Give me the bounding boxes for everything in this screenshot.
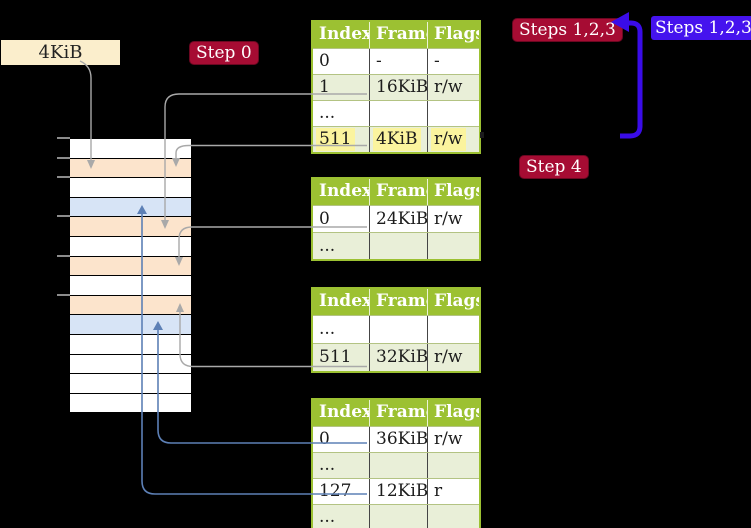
table-cell bbox=[369, 101, 427, 126]
table-cell: 24KiB bbox=[369, 206, 427, 232]
table-cell: 4KiB bbox=[369, 127, 427, 152]
table-cell: 0 bbox=[319, 51, 330, 71]
table-cell: ... bbox=[319, 319, 336, 339]
column-header: Flags bbox=[427, 289, 479, 315]
highlighted-value: 4KiB bbox=[373, 128, 422, 151]
memory-frame-row-blue bbox=[70, 197, 191, 218]
highlighted-value: 511 bbox=[316, 128, 356, 151]
memory-frame-row-blue bbox=[70, 315, 191, 335]
table-row: ... bbox=[313, 315, 479, 343]
table-cell bbox=[369, 453, 427, 478]
address-tick bbox=[57, 176, 70, 179]
table-row: ... bbox=[313, 100, 479, 126]
page-table-level3: IndexFrameFlags 0 24KiBr/w... bbox=[311, 177, 481, 261]
address-tick bbox=[57, 254, 70, 257]
table-cell bbox=[427, 505, 479, 528]
steps-1234-badge: Steps 1,2,3,4 bbox=[651, 16, 751, 40]
column-header: Flags bbox=[427, 179, 479, 205]
table-header-row: IndexFrameFlags bbox=[313, 179, 479, 205]
table-cell bbox=[369, 505, 427, 528]
table-header-row: IndexFrameFlags bbox=[313, 22, 479, 48]
memory-frame-row-white bbox=[70, 334, 191, 355]
page-size-label-box: 4KiB bbox=[1, 40, 120, 65]
table-cell: 0 bbox=[319, 209, 330, 229]
column-header: Index bbox=[319, 181, 369, 201]
table-cell bbox=[427, 316, 479, 343]
table-cell: ... bbox=[319, 507, 336, 527]
column-header: Index bbox=[319, 402, 369, 422]
table-cell: 511 bbox=[319, 347, 352, 367]
steps-123-badge: Steps 1,2,3 bbox=[512, 18, 623, 42]
memory-frame-row-peach bbox=[70, 217, 191, 237]
table-cell: 127 bbox=[319, 481, 352, 501]
step4-badge: Step 4 bbox=[519, 155, 589, 179]
table-cell bbox=[369, 233, 427, 259]
table-row: 0 -- bbox=[313, 48, 479, 74]
memory-frame-row-white bbox=[70, 178, 191, 198]
table-cell: r/w bbox=[427, 127, 479, 152]
table-cell bbox=[427, 101, 479, 126]
table-cell: ... bbox=[319, 103, 336, 123]
column-header: Flags bbox=[427, 22, 479, 48]
table-cell: 16KiB bbox=[369, 75, 427, 100]
memory-frame-row-white bbox=[70, 354, 191, 375]
memory-frame-row-peach bbox=[70, 295, 191, 316]
table-row: ... bbox=[313, 232, 479, 259]
highlighted-value: r/w bbox=[431, 128, 467, 151]
table-cell: 32KiB bbox=[369, 344, 427, 371]
column-header: Frame bbox=[369, 22, 427, 48]
table-cell: r/w bbox=[427, 344, 479, 371]
table-cell: 36KiB bbox=[369, 427, 427, 452]
table-cell: 12KiB bbox=[369, 479, 427, 504]
table-row: 511 4KiB r/w bbox=[313, 126, 479, 152]
table-cell: r/w bbox=[427, 206, 479, 232]
memory-strip bbox=[70, 138, 191, 414]
table-cell: ... bbox=[319, 236, 336, 256]
column-header: Flags bbox=[427, 400, 479, 426]
address-tick bbox=[57, 137, 70, 139]
memory-frame-row-white bbox=[70, 139, 191, 159]
table-cell: ... bbox=[319, 455, 336, 475]
column-header: Frame bbox=[369, 179, 427, 205]
column-header: Index bbox=[319, 291, 369, 311]
table-cell: - bbox=[369, 49, 427, 74]
table-cell: 511 bbox=[313, 127, 369, 152]
table-cell: 1 bbox=[319, 77, 330, 97]
address-tick bbox=[57, 293, 70, 296]
table-cell bbox=[369, 316, 427, 343]
table-cell: r/w bbox=[427, 75, 479, 100]
memory-frame-row-peach bbox=[70, 256, 191, 277]
table-header-row: IndexFrameFlags bbox=[313, 400, 479, 426]
column-header: Frame bbox=[369, 289, 427, 315]
table-cell: - bbox=[427, 49, 479, 74]
memory-frame-row-white bbox=[70, 236, 191, 257]
memory-frame-row-white bbox=[70, 374, 191, 394]
table-cell bbox=[427, 233, 479, 259]
column-header: Index bbox=[319, 24, 369, 44]
memory-frame-row-peach bbox=[70, 158, 191, 179]
table-cell: 0 bbox=[319, 429, 330, 449]
memory-frame-row-white bbox=[70, 393, 191, 414]
address-tick bbox=[57, 156, 70, 159]
arrow-loop-back-to-steps123 bbox=[620, 20, 643, 139]
table-header-row: IndexFrameFlags bbox=[313, 289, 479, 315]
address-tick bbox=[57, 215, 70, 218]
table-cell: r bbox=[427, 479, 479, 504]
table-row: ... bbox=[313, 452, 479, 478]
memory-frame-row-white bbox=[70, 276, 191, 296]
table-cell: r/w bbox=[427, 427, 479, 452]
table-row: ... bbox=[313, 504, 479, 528]
table-cell bbox=[427, 453, 479, 478]
step0-badge: Step 0 bbox=[189, 41, 259, 65]
column-header: Frame bbox=[369, 400, 427, 426]
